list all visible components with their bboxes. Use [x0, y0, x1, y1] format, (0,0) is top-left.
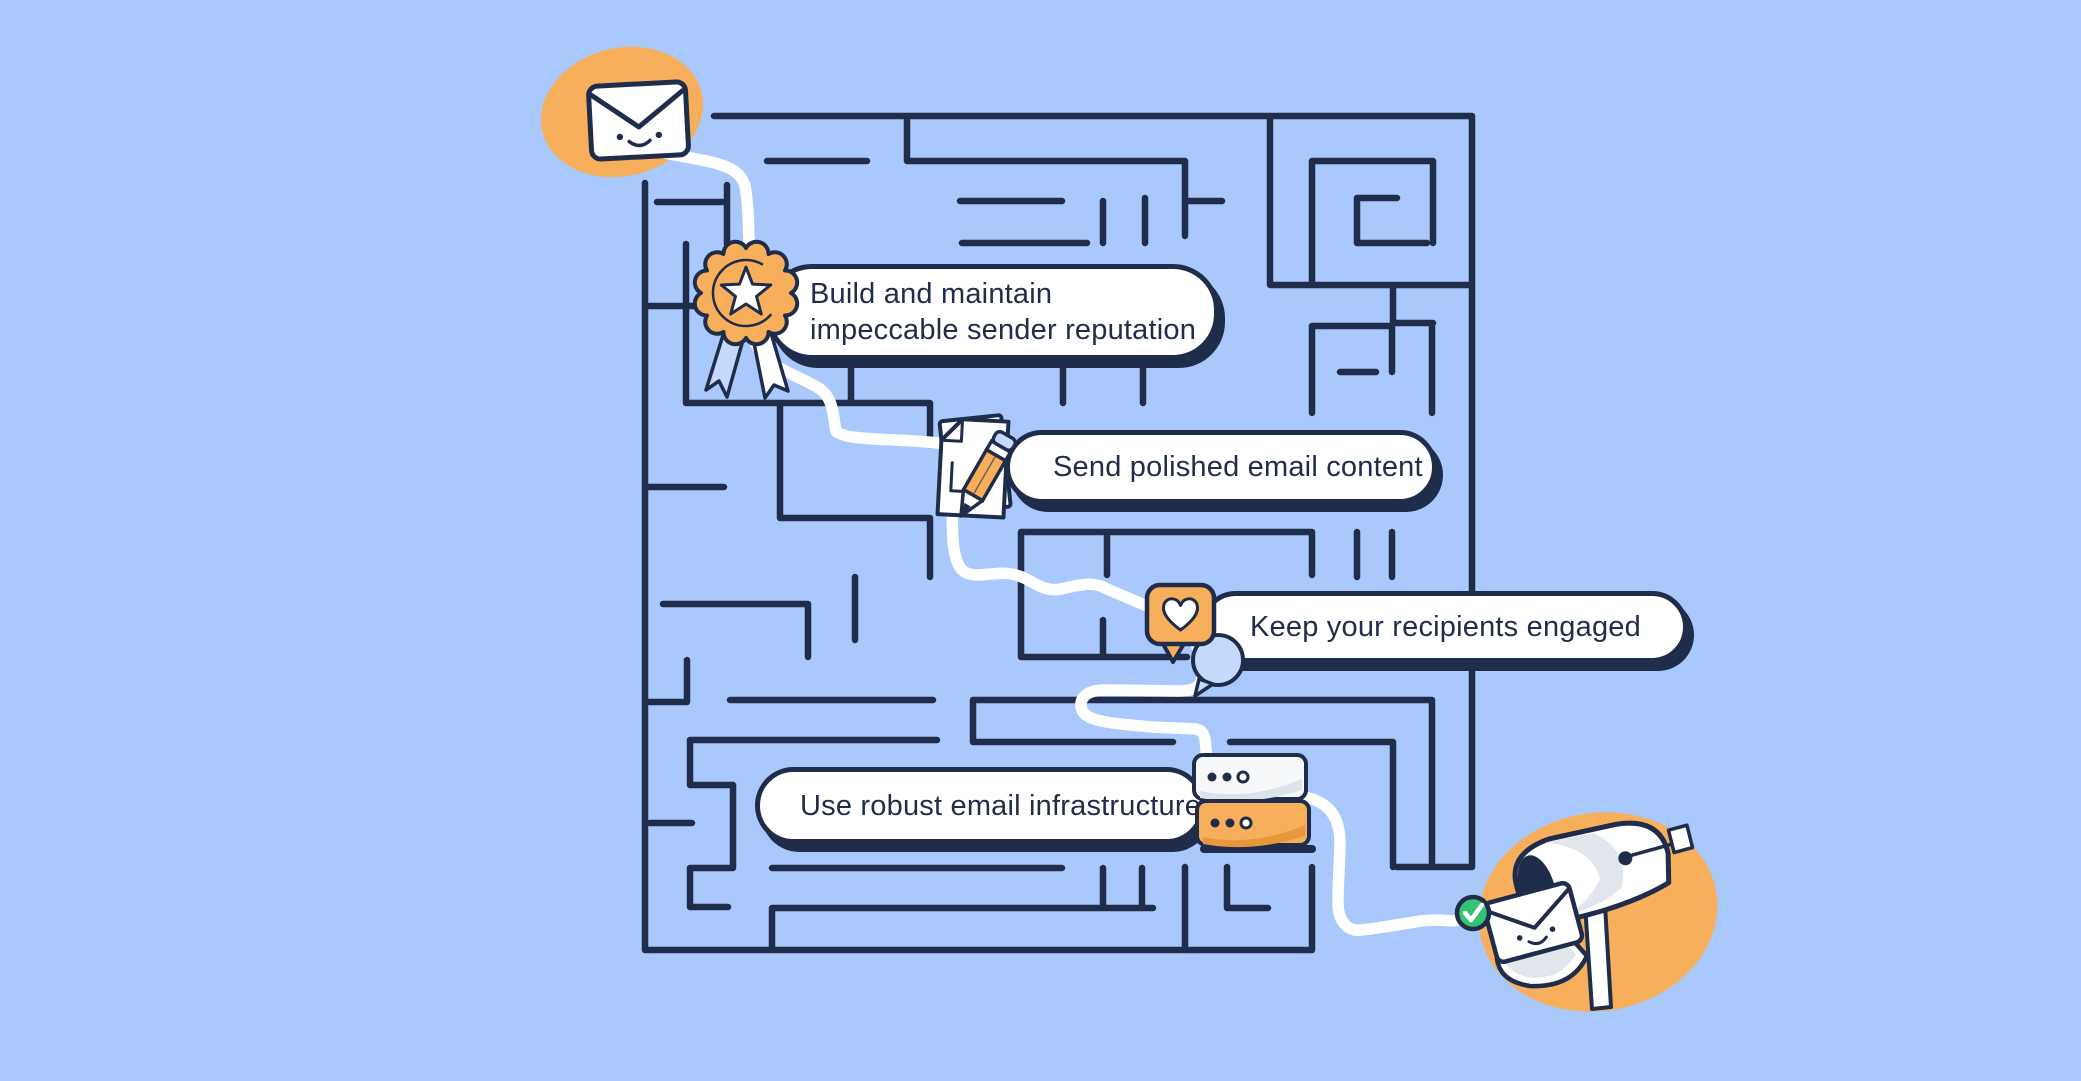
pencil-icon — [959, 429, 1017, 518]
award-badge-icon — [692, 239, 800, 400]
callout-label: Build and maintain — [810, 278, 1053, 310]
callout-label: Send polished email content — [1053, 451, 1423, 483]
callout-label: impeccable sender reputation — [810, 314, 1197, 346]
server-stack-icon — [1192, 753, 1316, 853]
callout-pill-reputation: Build and maintain impeccable sender rep… — [766, 264, 1219, 360]
check-circle-icon — [1454, 894, 1492, 932]
smiling-envelope-icon — [586, 79, 691, 162]
callout-pill-infrastructure: Use robust email infrastructure — [755, 767, 1205, 844]
heart-icon — [1161, 597, 1200, 632]
mailbox-knob — [1618, 851, 1633, 866]
document-pencil-icon — [935, 413, 1017, 520]
delivered-envelope-icon — [1482, 880, 1585, 965]
mailbox-flag — [1666, 823, 1695, 855]
mailbox-with-envelope-icon — [1454, 812, 1718, 1012]
callout-label: Use robust email infrastructure — [800, 789, 1202, 822]
chat-bubble-icon — [1191, 633, 1245, 687]
callout-label: Keep your recipients engaged — [1250, 611, 1641, 643]
heart-message-icon — [1144, 582, 1245, 698]
maze-walls — [641, 112, 1476, 954]
callout-pill-content: Send polished email content — [1005, 430, 1437, 504]
